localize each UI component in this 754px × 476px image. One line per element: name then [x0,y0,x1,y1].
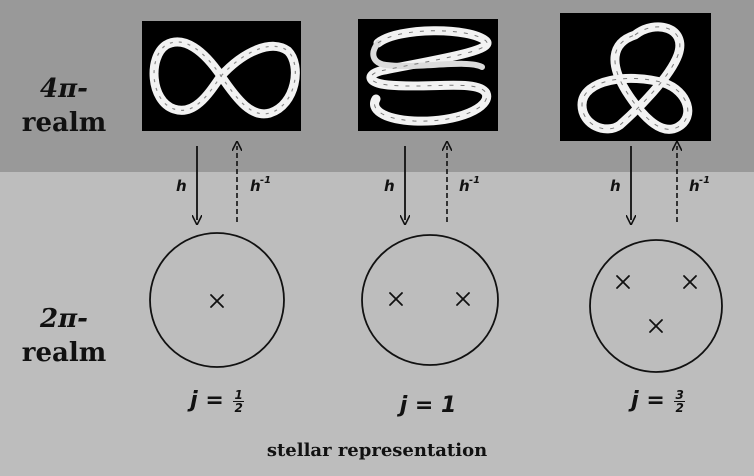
star-x-icon [616,275,630,289]
2pi-label-line1: 2π- [40,304,88,334]
2pi-realm-label: 2π- realm [12,302,116,370]
star-x-icon [683,275,697,289]
j-denominator: 2 [675,400,684,415]
sphere-circle [361,234,499,366]
4pi-realm-label: 4π- realm [12,72,116,140]
j-numerator: 1 [233,387,244,402]
4pi-label-line1: 4π- [40,74,88,104]
j-numerator: 3 [674,387,685,402]
h-inverse-superscript: -1 [260,175,271,186]
star-x-icon [210,294,224,308]
h-inverse-superscript: -1 [699,175,710,186]
caption: stellar representation [266,440,488,461]
figure-eight-ribbon-icon [149,37,300,119]
star-x-icon [649,319,663,333]
h-label: h [176,177,187,195]
twisted-loop-ribbon-icon [366,26,492,126]
h-inverse-label: h [689,177,700,195]
h-inverse-label: h [250,177,261,195]
ribbon-image-spin-half [142,21,301,131]
star-x-icon [456,292,470,306]
trefoil-ribbon-icon [577,22,693,134]
h-inverse-label: h [459,177,470,195]
h-label: h [384,177,395,195]
ribbon-image-spin-one [358,19,498,131]
h-inverse-superscript: -1 [469,175,480,186]
j-value: 1 [440,393,457,418]
j-label-spin-one: j = 1 [368,393,488,418]
4pi-label-line2: realm [21,108,107,138]
h-label: h [610,177,621,195]
sphere-circle [589,239,723,373]
2pi-label-line2: realm [21,338,107,368]
sphere-circle [149,232,285,368]
ribbon-image-spin-three-halves [560,13,711,141]
j-denominator: 2 [234,400,243,415]
j-prefix: j = [190,388,232,413]
j-prefix: j = [399,393,441,418]
j-prefix: j = [631,388,673,413]
star-x-icon [389,292,403,306]
